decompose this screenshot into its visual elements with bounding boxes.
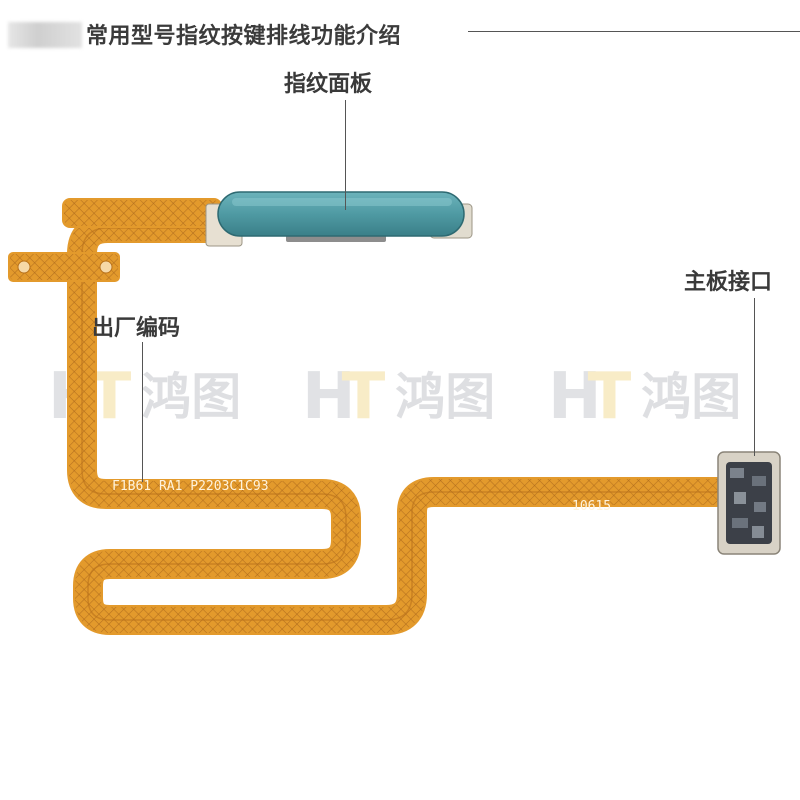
watermark-t: T xyxy=(341,360,386,434)
leader-mainboard-connector xyxy=(754,298,755,456)
label-fingerprint-panel: 指纹面板 xyxy=(284,72,373,97)
mainboard-connector xyxy=(717,451,781,555)
upper-arm xyxy=(62,198,222,228)
fingerprint-panel xyxy=(205,191,473,247)
watermark-h: H xyxy=(302,360,356,434)
leader-factory-code xyxy=(142,342,143,482)
page-title: 常用型号指纹按键排线功能介绍 xyxy=(86,24,402,49)
label-mainboard-connector: 主板接口 xyxy=(684,270,773,295)
watermark-chinese: 鸿图 xyxy=(141,368,242,426)
flex-connector-number: 10615 xyxy=(572,499,611,514)
leader-fingerprint-panel xyxy=(345,100,346,210)
watermark-t: T xyxy=(587,360,632,434)
blurred-logo xyxy=(8,22,82,48)
watermark-3: H T 鸿图 xyxy=(548,362,741,432)
mounting-tab xyxy=(8,252,120,282)
watermark-2: H T 鸿图 xyxy=(302,362,495,432)
watermark-h: H xyxy=(548,360,602,434)
flex-factory-code: F1B61 RA1 P2203C1C93 xyxy=(112,479,269,494)
flex-cable-path xyxy=(67,213,745,635)
label-factory-code: 出厂编码 xyxy=(92,316,181,341)
watermark-chinese: 鸿图 xyxy=(641,368,742,426)
watermark-chinese: 鸿图 xyxy=(395,368,496,426)
header-divider xyxy=(468,31,800,32)
